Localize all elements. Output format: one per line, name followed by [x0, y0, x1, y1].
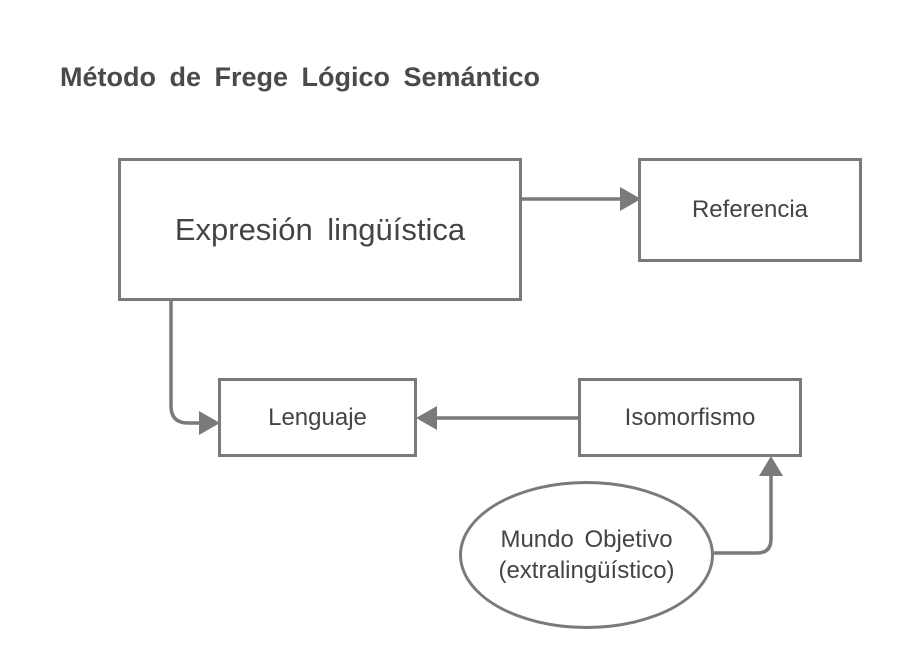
arrowhead-lenguaje-from-isomorfismo	[416, 406, 437, 430]
edge-mundo-isomorfismo	[714, 474, 773, 555]
node-referencia: Referencia	[638, 158, 862, 262]
node-isomorfismo-label: Isomorfismo	[624, 403, 756, 431]
node-expresion-linguistica: Expresión lingüística	[118, 158, 522, 301]
node-lenguaje: Lenguaje	[218, 378, 417, 457]
arrowhead-isomorfismo	[759, 456, 783, 476]
node-mundo-label-line1: Mundo Objetivo	[500, 526, 673, 553]
arrowhead-referencia	[620, 187, 641, 211]
node-lenguaje-label: Lenguaje	[268, 403, 367, 431]
node-referencia-label: Referencia	[691, 196, 809, 223]
diagram-title: Método de Frege Lógico Semántico	[60, 62, 541, 92]
node-mundo-objetivo: Mundo Objetivo (extralingüístico)	[459, 481, 714, 629]
node-mundo-label-line2: (extralingüístico)	[498, 557, 675, 584]
node-isomorfismo: Isomorfismo	[578, 378, 802, 457]
arrowhead-lenguaje-from-expresion	[199, 411, 220, 435]
edge-expresion-lenguaje	[169, 301, 202, 425]
node-expresion-label: Expresión lingüística	[174, 211, 466, 247]
